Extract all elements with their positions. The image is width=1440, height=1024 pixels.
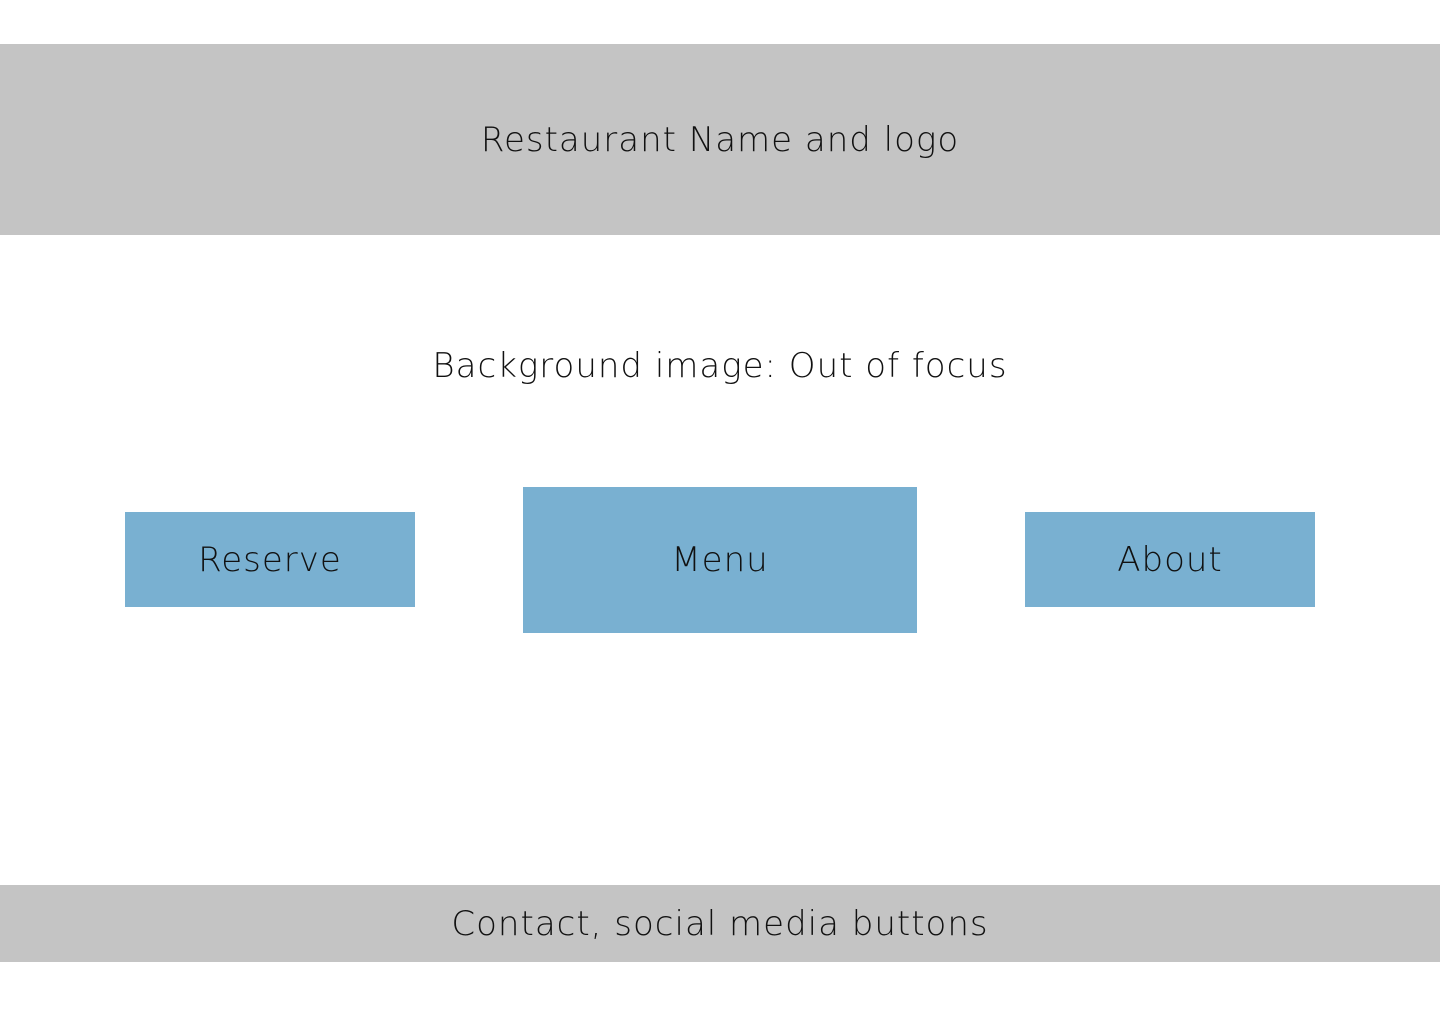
reserve-button[interactable]: Reserve [125,512,415,607]
about-button-label: About [1117,539,1223,580]
header-bar: Restaurant Name and logo [0,44,1440,235]
restaurant-name-logo: Restaurant Name and logo [480,119,960,160]
background-image-note: Background image: Out of focus [432,346,1008,386]
menu-button[interactable]: Menu [523,487,917,633]
about-button[interactable]: About [1025,512,1315,607]
menu-button-label: Menu [671,540,769,580]
contact-social-text: Contact, social media buttons [451,903,989,944]
reserve-button-label: Reserve [198,539,342,580]
footer-bar: Contact, social media buttons [0,885,1440,962]
